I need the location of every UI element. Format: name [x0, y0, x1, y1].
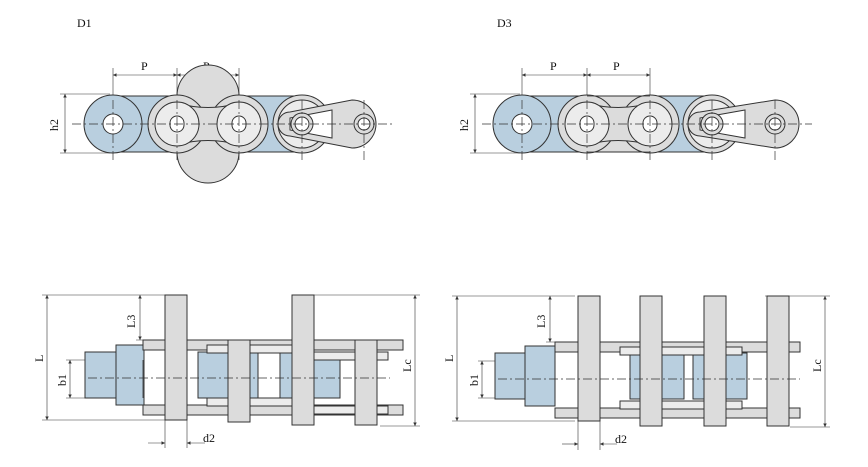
d1-plan-view: L L3 b1 Lc d2 [32, 294, 420, 448]
d3-pitch-label-1: P [550, 59, 557, 73]
d1-pitch-label-1: P [141, 59, 148, 73]
d3-d2-label: d2 [615, 432, 627, 446]
d1-lc-label: Lc [400, 359, 414, 372]
d3-l3-label: L3 [534, 315, 548, 328]
d1-d2-label: d2 [203, 431, 215, 445]
d1-title: D1 [77, 16, 92, 30]
d3-plan-view: L L3 b1 Lc d2 [442, 295, 830, 450]
d3-h2-label: h2 [457, 119, 471, 131]
d1-side-view: D1 P P h2 [47, 16, 394, 184]
d1-l3-label: L3 [124, 315, 138, 328]
d3-title: D3 [497, 16, 512, 30]
d1-l-label: L [32, 355, 46, 362]
d3-b1-label: b1 [467, 374, 481, 386]
d3-pitch-label-2: P [613, 59, 620, 73]
d1-b1-label: b1 [55, 374, 69, 386]
d3-l-label: L [442, 355, 456, 362]
d3-lc-label: Lc [810, 359, 824, 372]
d3-side-view: D3 P P h2 [457, 16, 812, 160]
d1-h2-label: h2 [47, 119, 61, 131]
